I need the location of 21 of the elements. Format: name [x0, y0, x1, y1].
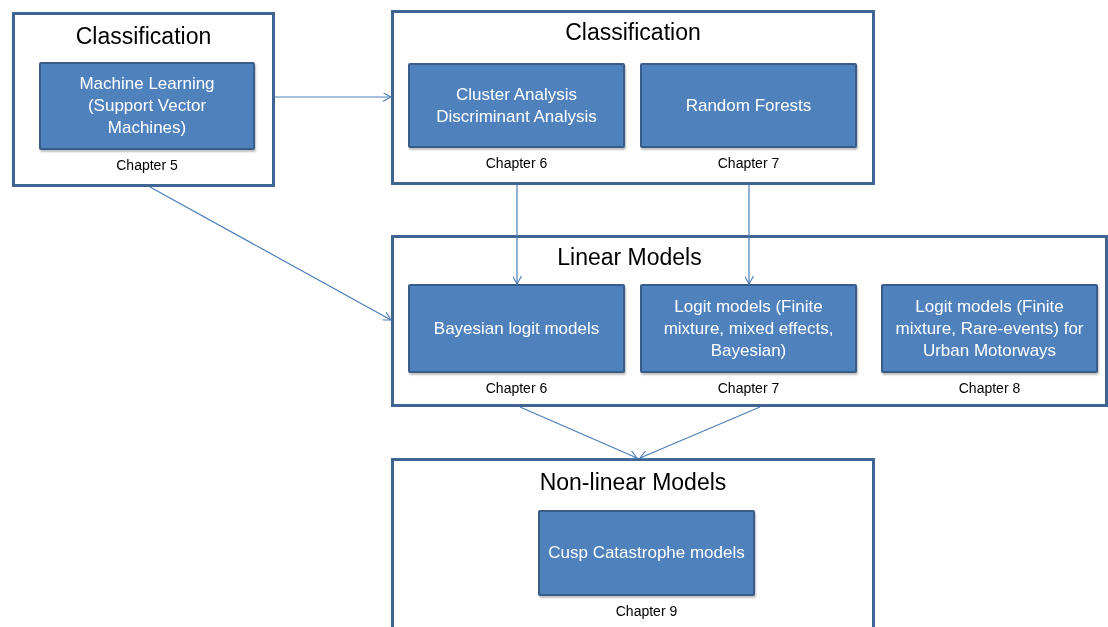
group-title: Non-linear Models: [539, 469, 727, 496]
arrow: [519, 406, 638, 460]
group-title: Classification: [75, 23, 212, 50]
group-title: Classification: [565, 19, 701, 46]
group-title: Linear Models: [557, 244, 702, 271]
chapter-label: Chapter 6: [485, 154, 548, 173]
group-box: [391, 458, 875, 627]
chapter-label: Chapter 7: [717, 379, 780, 398]
arrow: [743, 184, 755, 285]
chapter-label: Chapter 9: [615, 602, 678, 621]
arrow: [511, 184, 523, 285]
chapter-label: Chapter 5: [116, 156, 178, 175]
arrow: [639, 406, 761, 460]
chapter-label: Chapter 6: [485, 379, 548, 398]
group-box: [391, 10, 875, 185]
group-box: [12, 12, 275, 187]
chapter-label: Chapter 8: [958, 379, 1021, 398]
arrow: [274, 91, 392, 103]
chapter-label: Chapter 7: [717, 154, 780, 173]
arrow: [149, 186, 392, 321]
group-box: [391, 235, 1108, 407]
